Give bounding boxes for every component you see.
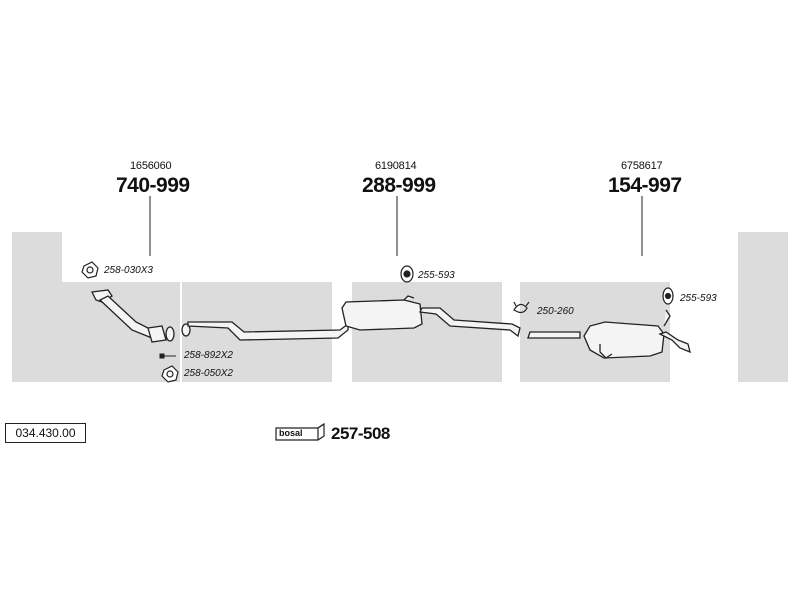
front-pipe — [91, 289, 175, 343]
oem-number-1: 1656060 — [130, 160, 172, 172]
nut-258-050-icon — [161, 365, 179, 383]
oem-number-3: 6758617 — [621, 160, 663, 172]
kit-logo-text: bosal — [279, 428, 303, 438]
hanger-255-593-center-icon — [400, 265, 414, 283]
reference-number-box: 034.430.00 — [5, 423, 86, 443]
fitting-label-258-892X2: 258-892X2 — [184, 350, 233, 361]
clamp-250-260-icon — [513, 301, 530, 314]
fitting-label-255-593-center: 255-593 — [418, 270, 455, 281]
oem-number-2: 6190814 — [375, 160, 417, 172]
kit-part-number: 257-508 — [331, 424, 390, 443]
bosal-kit-logo — [275, 422, 325, 441]
fitting-label-258-050X2: 258-050X2 — [184, 368, 233, 379]
part-number-2: 288-999 — [362, 174, 436, 197]
fitting-label-255-593-rear: 255-593 — [680, 293, 717, 304]
fitting-label-250-260: 250-260 — [537, 306, 574, 317]
center-pipe — [181, 295, 521, 341]
part-number-3: 154-997 — [608, 174, 682, 197]
reference-number: 034.430.00 — [15, 426, 76, 440]
hanger-255-593-rear-icon — [662, 287, 674, 305]
nut-258-030-icon — [81, 261, 99, 279]
fitting-label-258-030X3: 258-030X3 — [104, 265, 153, 276]
part-number-1: 740-999 — [116, 174, 190, 197]
bolt-258-892-icon — [159, 353, 176, 359]
rear-silencer — [527, 309, 691, 359]
